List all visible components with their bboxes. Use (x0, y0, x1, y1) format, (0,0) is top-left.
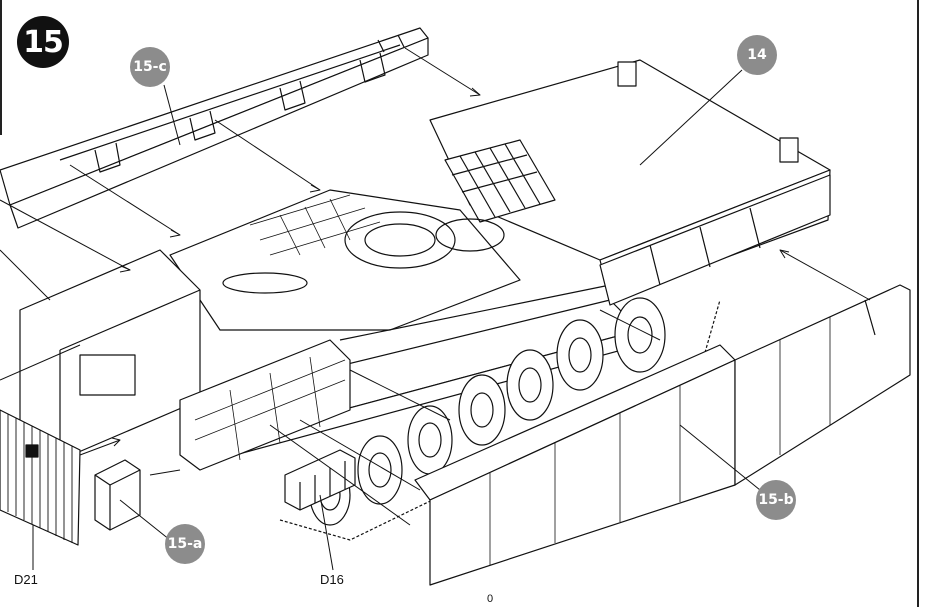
upper-side-skirt-15c (0, 27, 429, 229)
page-number: 0 (487, 593, 494, 605)
assembly-arrows (0, 47, 871, 526)
callout-15c: 15-c (130, 47, 170, 87)
part-15a-box (94, 459, 141, 531)
part-label-d16: D16 (320, 572, 344, 587)
page-edge-left (0, 0, 2, 135)
part-d16-boxes (284, 449, 356, 511)
page-edge-right (917, 0, 919, 607)
part-label-d21: D21 (14, 572, 38, 587)
leader-lines (32, 69, 761, 571)
callout-14: 14 (737, 35, 777, 75)
grille-d21 (0, 409, 81, 546)
callout-15a: 15-a (165, 524, 205, 564)
callout-15b: 15-b (756, 480, 796, 520)
rear-skirt-panels (599, 174, 831, 306)
lower-side-skirt-15b (414, 284, 911, 586)
step-number-badge: 15 (17, 16, 69, 68)
